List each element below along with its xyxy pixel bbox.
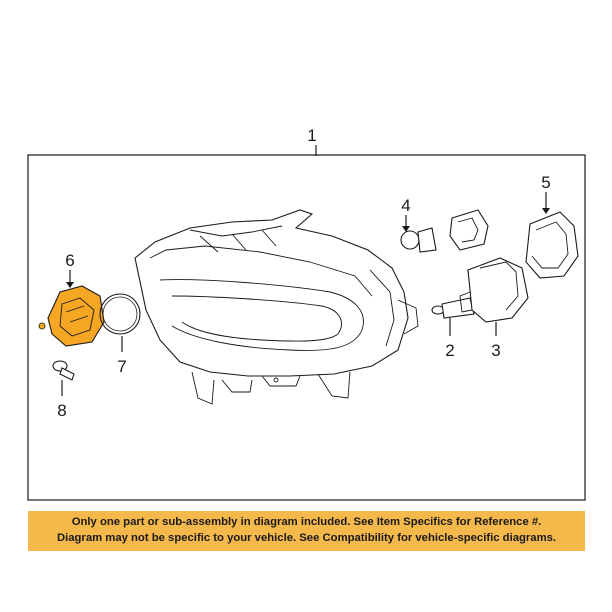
diagram-frame — [27, 154, 586, 501]
arrow-6 — [66, 282, 74, 288]
callout-6: 6 — [65, 251, 74, 270]
arrow-4 — [402, 226, 410, 232]
ballast-igniter — [459, 257, 529, 323]
callout-2: 2 — [445, 341, 454, 360]
gasket-ring — [99, 293, 141, 335]
callout-7: 7 — [117, 357, 126, 376]
headlamp-rear-cover-highlighted — [38, 285, 105, 347]
callout-8: 8 — [57, 401, 66, 420]
callout-4: 4 — [401, 196, 410, 215]
callout-5: 5 — [541, 173, 550, 192]
notice-banner: Only one part or sub-assembly in diagram… — [28, 511, 585, 551]
callout-3: 3 — [491, 341, 500, 360]
hid-bulb — [431, 297, 475, 319]
headlamp-assembly — [134, 209, 419, 405]
notice-line-1: Only one part or sub-assembly in diagram… — [71, 516, 542, 528]
notice-line-2: Diagram may not be specific to your vehi… — [56, 531, 557, 544]
screw — [52, 360, 75, 381]
bulb-and-socket — [400, 209, 489, 253]
arrow-5 — [542, 208, 550, 214]
callout-1: 1 — [307, 126, 316, 145]
access-cover — [525, 211, 579, 279]
